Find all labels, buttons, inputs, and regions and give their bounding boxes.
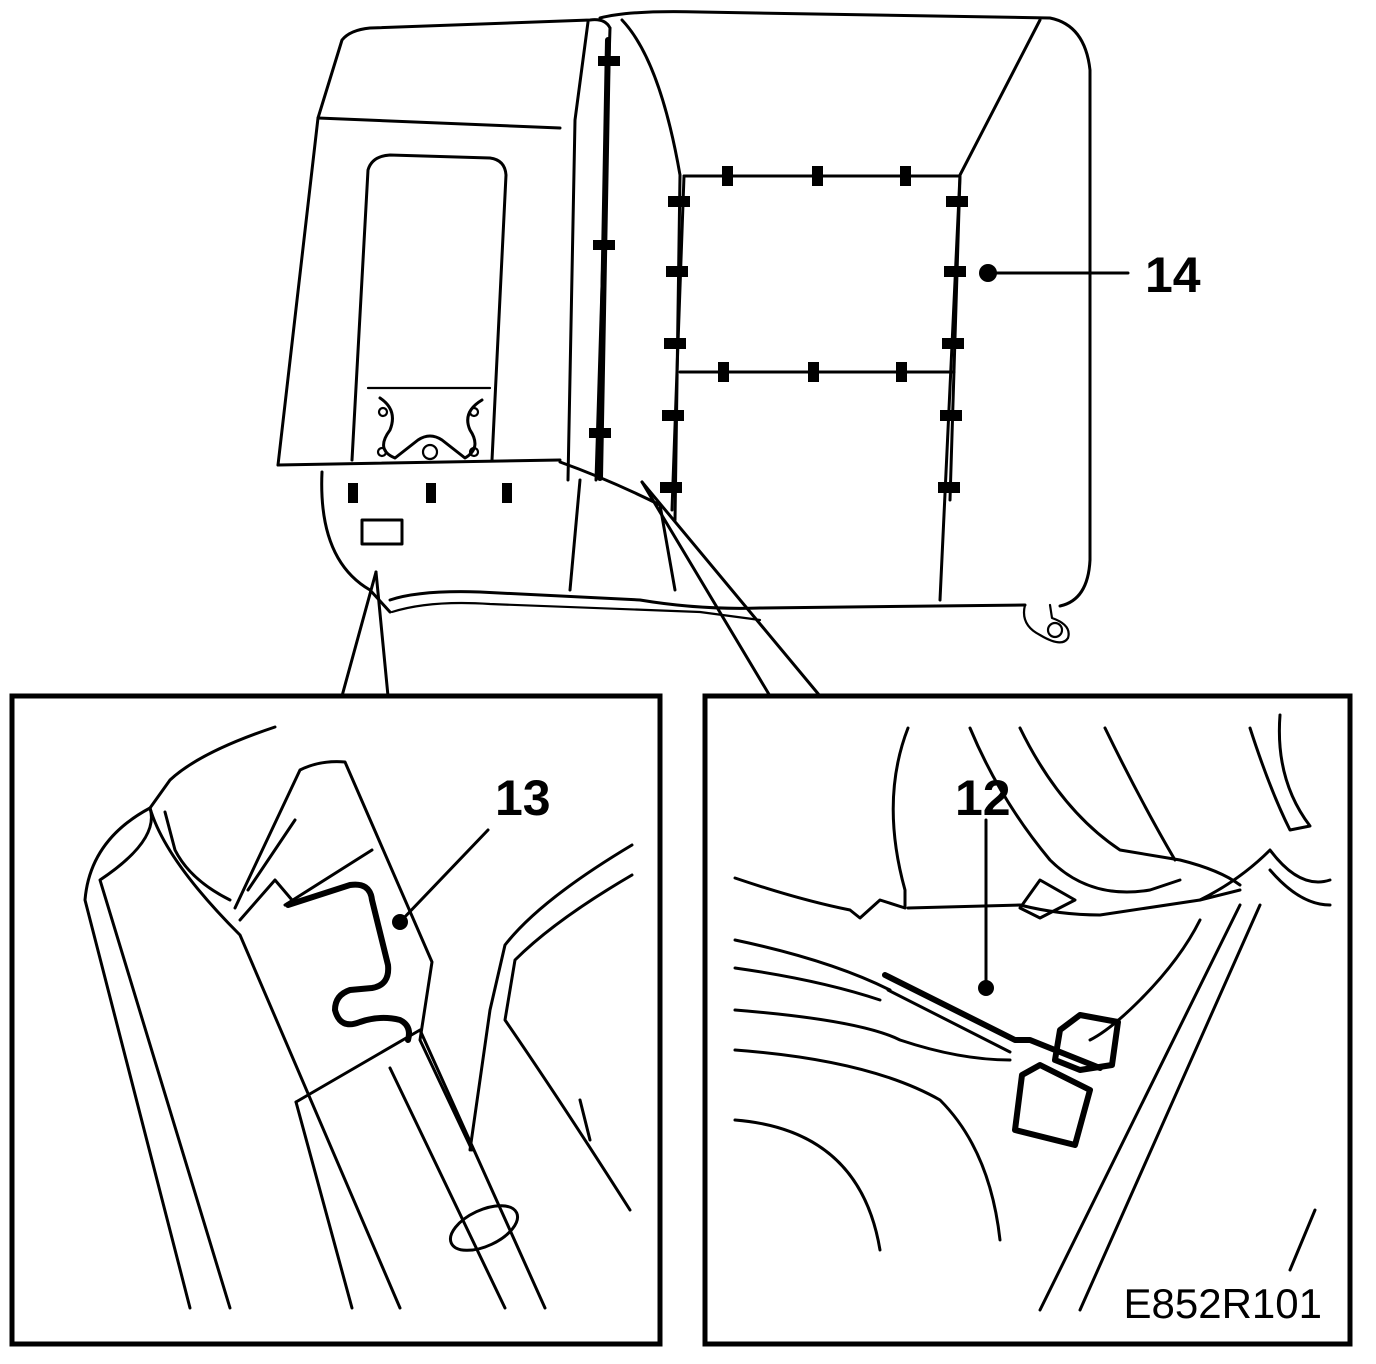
backrest-latch-bracket <box>376 396 484 461</box>
callout-14: 14 <box>979 247 1201 303</box>
callout-14-label: 14 <box>1145 247 1201 303</box>
detail-box-12: 12 E852R101 <box>702 693 1353 1347</box>
callout-12-label: 12 <box>955 770 1011 826</box>
seat-backrest <box>276 10 1092 644</box>
detail-leaders <box>340 480 822 698</box>
figure-code: E852R101 <box>1124 1280 1323 1327</box>
backrest-side-rod <box>589 37 620 481</box>
backrest-wire-frame <box>660 166 968 512</box>
detail-box-13: 13 <box>9 693 663 1347</box>
callout-13-label: 13 <box>495 770 551 826</box>
